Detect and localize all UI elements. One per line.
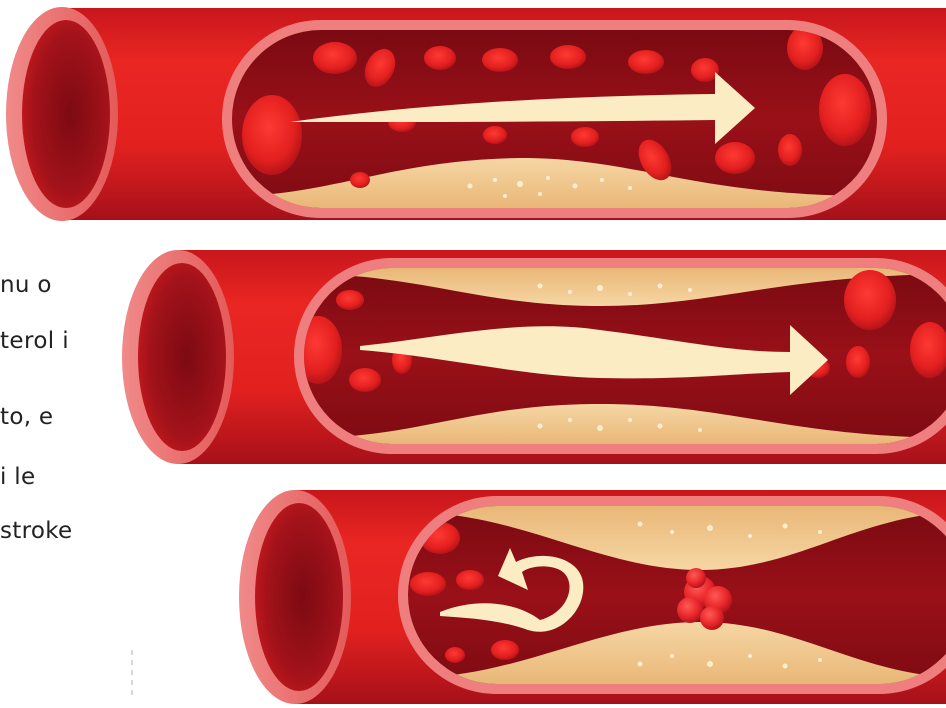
panel-healthy-artery [6,7,946,221]
caption-line: nu o [0,266,52,305]
divider-line [131,650,133,696]
panel-narrowed-artery [122,250,946,464]
caption-line: i le [0,458,35,497]
caption-line: terol i [0,322,69,361]
caption-line: to, e [0,398,53,437]
caption-line: stroke [0,512,72,551]
panel-blocked-artery [239,490,946,704]
